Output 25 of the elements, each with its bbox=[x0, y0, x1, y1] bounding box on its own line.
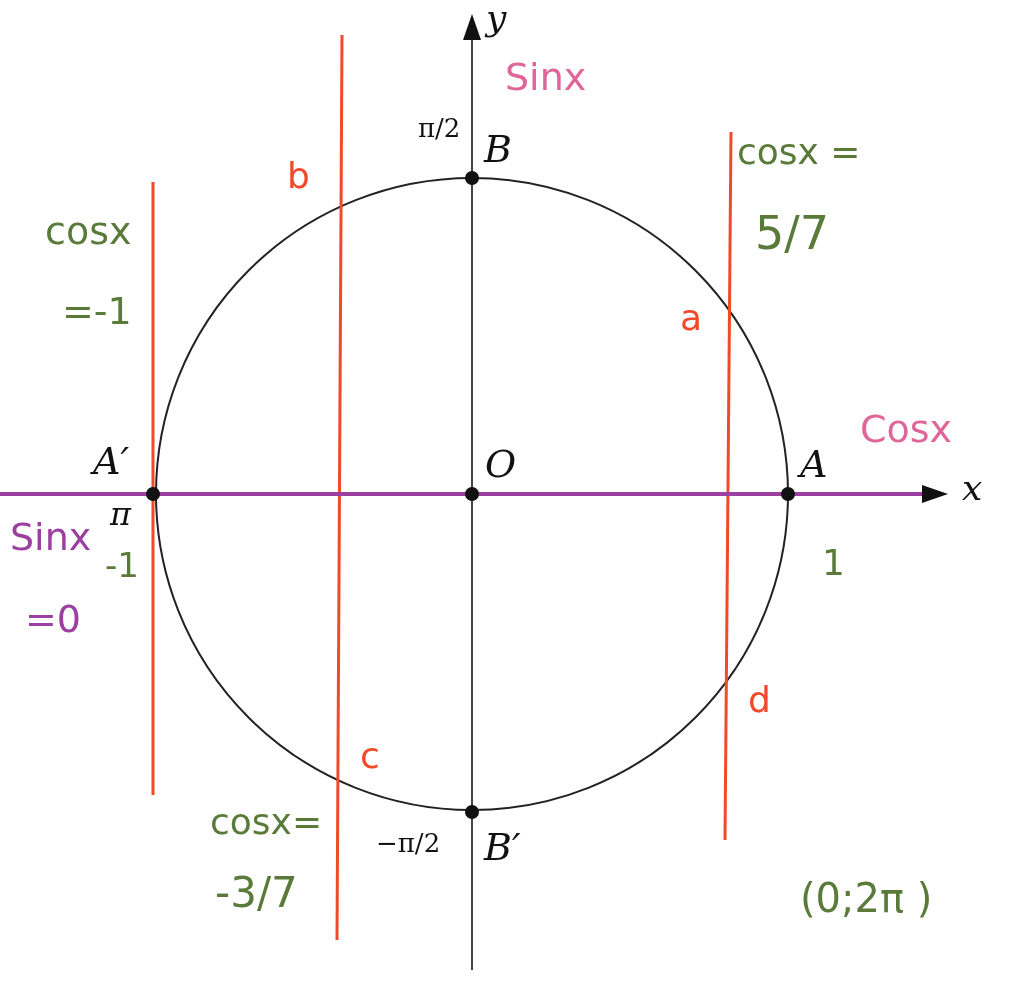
value-label: -3/7 bbox=[215, 872, 298, 914]
axis-label: x bbox=[962, 470, 983, 506]
intersection-label: a bbox=[680, 300, 703, 336]
value-label: -1 bbox=[105, 548, 139, 582]
equation-label: cosx= bbox=[210, 804, 323, 840]
value-label: 1 bbox=[822, 545, 845, 581]
value-label: 5/7 bbox=[755, 210, 830, 256]
point-label: O bbox=[485, 445, 517, 483]
point-label: B′ bbox=[484, 828, 521, 866]
intersection-label: c bbox=[360, 738, 380, 774]
equation-label: cosx = bbox=[737, 134, 861, 170]
value-label: =-1 bbox=[62, 292, 132, 330]
axis-label: y bbox=[486, 0, 507, 36]
interval-label: (0;2π ) bbox=[800, 878, 933, 918]
axis-function-label: Cosx bbox=[860, 410, 953, 448]
equation-label: cosx bbox=[45, 212, 132, 250]
intersection-label: d bbox=[748, 682, 771, 718]
axis-function-label: Sinx bbox=[505, 58, 587, 96]
point-label: B bbox=[484, 130, 512, 168]
equation-label: Sinx bbox=[10, 518, 92, 556]
intersection-label: b bbox=[287, 158, 310, 194]
angle-label: π bbox=[110, 498, 132, 530]
value-label: =0 bbox=[25, 600, 82, 638]
angle-label: −π/2 bbox=[376, 830, 441, 856]
angle-label: π/2 bbox=[418, 115, 461, 141]
